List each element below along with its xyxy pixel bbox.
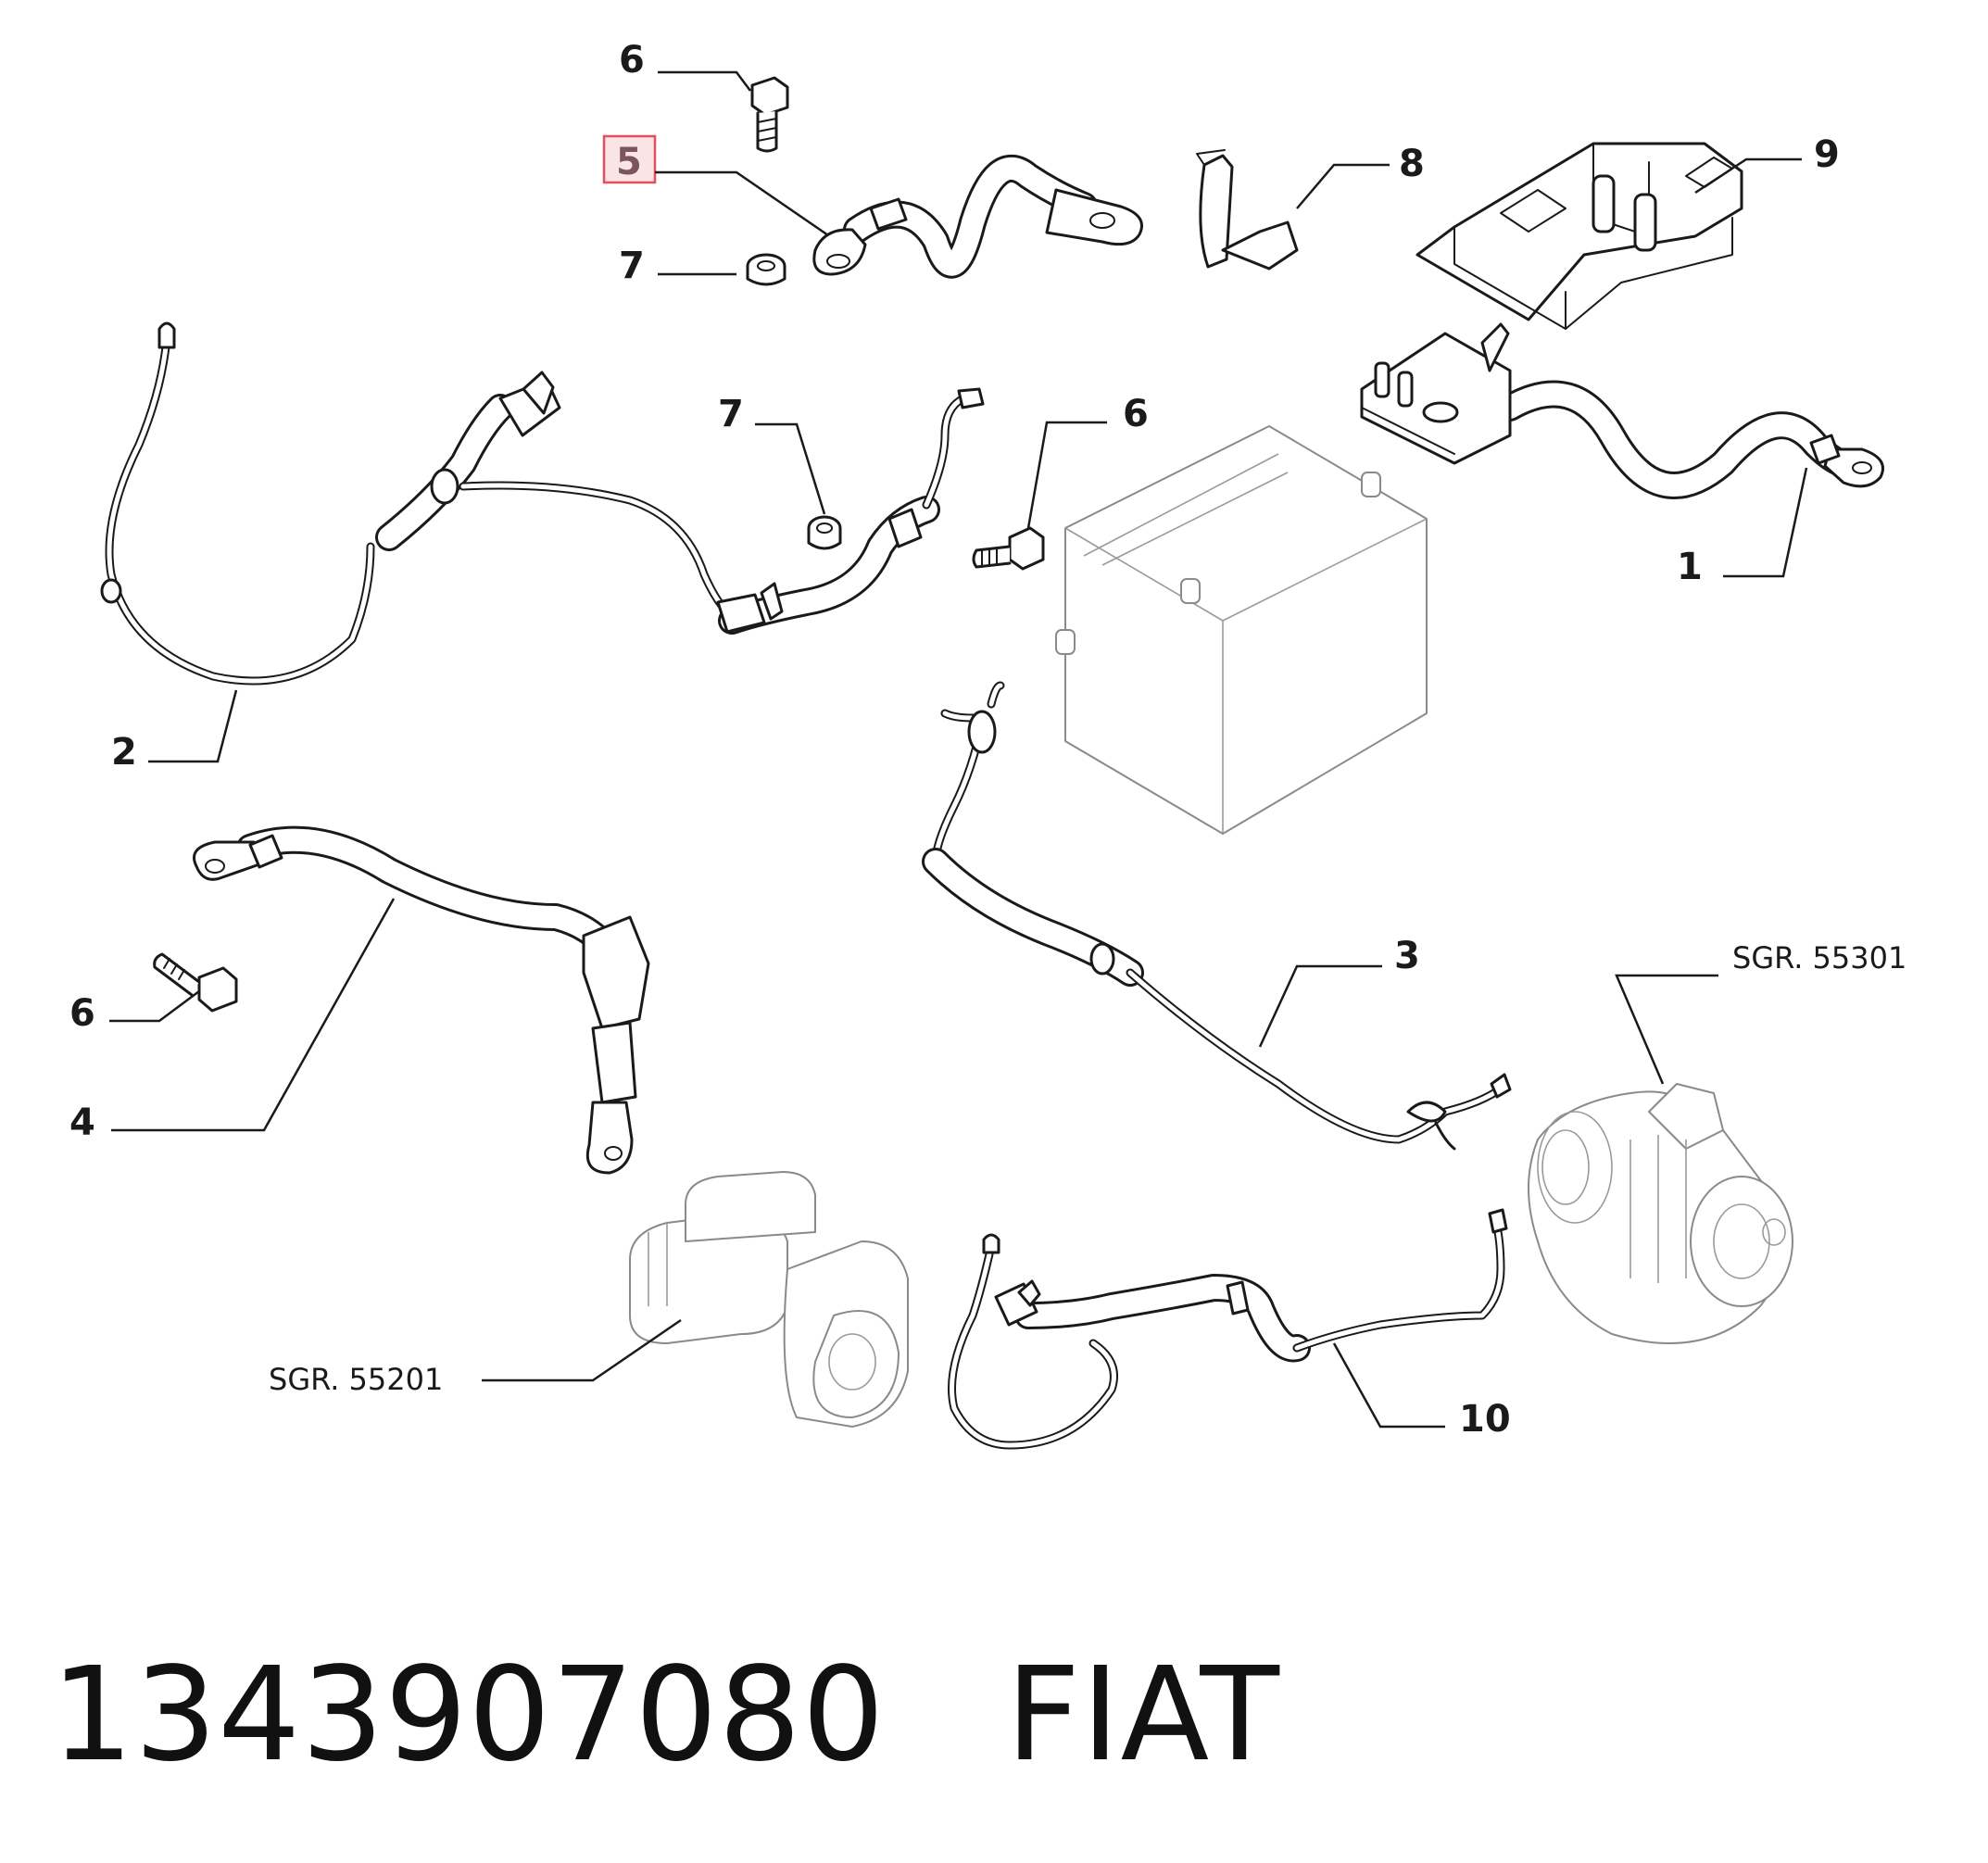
svg-text:4: 4	[69, 1101, 95, 1144]
battery	[1055, 425, 1428, 835]
callout-2[interactable]: 2	[111, 689, 238, 774]
cable-4[interactable]	[193, 825, 650, 1175]
svg-text:SGR. 55301: SGR. 55301	[1732, 940, 1906, 976]
harness-cable-2[interactable]	[100, 321, 985, 686]
callout-8[interactable]: 8	[1296, 143, 1425, 209]
svg-text:SGR. 55201: SGR. 55201	[269, 1362, 443, 1397]
starter-motor	[629, 1171, 909, 1428]
grommet-7-top[interactable]	[746, 253, 786, 286]
svg-text:9: 9	[1814, 133, 1840, 176]
callout-4[interactable]: 4	[69, 898, 396, 1144]
bolt-6-mid[interactable]	[972, 526, 1045, 571]
svg-text:6: 6	[1123, 393, 1149, 435]
callout-6-mid[interactable]: 6	[1026, 393, 1149, 529]
grommet-7-mid[interactable]	[807, 515, 842, 550]
svg-text:6: 6	[69, 992, 95, 1035]
svg-text:1: 1	[1677, 546, 1703, 588]
svg-text:10: 10	[1459, 1398, 1511, 1441]
svg-text:6: 6	[619, 39, 645, 82]
callout-10[interactable]: 10	[1332, 1342, 1511, 1441]
bolt-6-top[interactable]	[750, 76, 789, 153]
svg-text:5: 5	[616, 141, 642, 183]
bolt-6-low[interactable]	[153, 952, 238, 1013]
svg-text:7: 7	[619, 245, 645, 287]
callout-1[interactable]: 1	[1677, 467, 1808, 588]
svg-text:8: 8	[1399, 143, 1425, 185]
ground-cable-5[interactable]	[812, 154, 1143, 279]
ref-starter[interactable]: SGR. 55201	[269, 1318, 682, 1397]
part-number: 1343907080	[51, 1640, 886, 1791]
callout-6-top[interactable]: 6	[619, 39, 751, 92]
ref-alternator[interactable]: SGR. 55301	[1615, 940, 1906, 1085]
svg-text:3: 3	[1394, 935, 1420, 977]
alternator	[1528, 1083, 1793, 1344]
callout-7-top[interactable]: 7	[619, 245, 736, 287]
callout-6-low[interactable]: 6	[69, 989, 200, 1035]
svg-text:7: 7	[718, 393, 744, 435]
callout-7-mid[interactable]: 7	[718, 393, 826, 515]
clip-8[interactable]	[1196, 149, 1299, 271]
fuse-box-cover-9[interactable]	[1416, 142, 1743, 330]
battery-cable-1[interactable]	[1360, 322, 1884, 499]
callout-5[interactable]: 5	[602, 134, 844, 247]
footer-caption: 1343907080 FIAT	[51, 1640, 1280, 1791]
brand-name: FIAT	[1005, 1640, 1280, 1791]
cable-3[interactable]	[922, 681, 1512, 1151]
svg-text:2: 2	[111, 731, 137, 774]
callout-9[interactable]: 9	[1694, 133, 1840, 195]
cable-10[interactable]	[948, 1208, 1508, 1450]
callout-3[interactable]: 3	[1258, 935, 1420, 1048]
